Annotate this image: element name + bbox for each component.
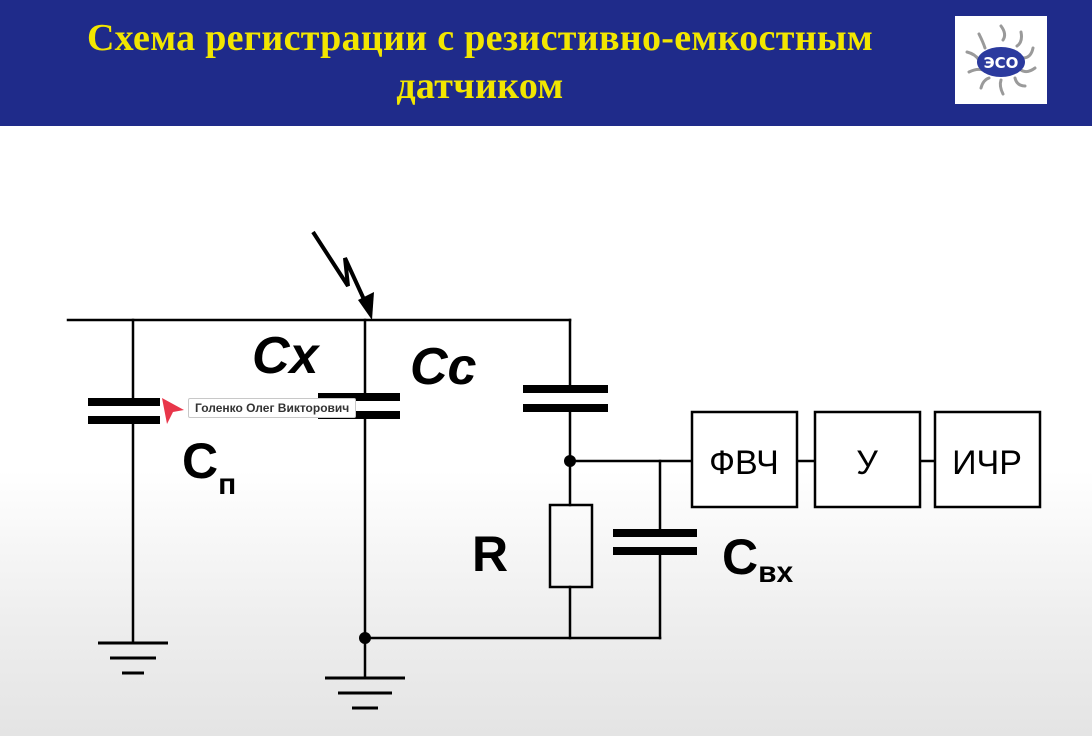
company-logo: ЭСО <box>955 16 1047 104</box>
slide-header: Схема регистрации с резистивно-емкостным… <box>0 0 1092 126</box>
slide-title-line-2: датчиком <box>396 65 564 107</box>
slide-title-line-1: Схема регистрации с резистивно-емкостным <box>86 17 874 59</box>
logo-text: ЭСО <box>984 54 1019 72</box>
capacitor-cin-plate-1 <box>613 529 697 537</box>
ground-icon-left <box>98 641 168 675</box>
resistor-r <box>548 503 594 589</box>
block-box-ichr <box>933 410 1042 509</box>
label-cp-main: C <box>182 433 218 489</box>
label-cin: Cвх <box>722 529 794 589</box>
capacitor-cc-plate-1 <box>523 385 608 393</box>
collaborator-name-tag: Голенко Олег Викторович <box>188 398 357 418</box>
lightning-arrowhead-icon <box>358 292 374 320</box>
label-cc: Cc <box>410 338 477 396</box>
circuit-schematic: ФВЧ У ИЧР Cx Cc Cп R Cвх <box>66 230 1042 710</box>
capacitor-cc-plate-2 <box>523 404 608 412</box>
block-fvch-label: ФВЧ <box>709 444 779 482</box>
label-cin-main: C <box>722 529 758 585</box>
label-r: R <box>472 526 508 582</box>
block-box-u <box>813 410 922 509</box>
capacitor-cp-plate-2 <box>88 416 160 424</box>
junction-dot-signal <box>564 455 576 467</box>
capacitor-cx-plate-2 <box>318 411 400 419</box>
block-ichr-label: ИЧР <box>952 444 1022 482</box>
label-cp: Cп <box>182 433 236 501</box>
capacitor-cin-plate-2 <box>613 547 697 555</box>
ground-icon-center <box>325 676 405 710</box>
block-box-fvch <box>690 410 799 509</box>
collaborator-cursor-icon <box>162 398 184 424</box>
slide-title: Схема регистрации с резистивно-емкостным… <box>30 14 930 110</box>
lightning-arrow-icon <box>311 230 369 307</box>
label-cx: Cx <box>252 327 321 385</box>
junction-dot-bottom <box>359 632 371 644</box>
capacitor-cx-plate-1 <box>318 393 400 401</box>
circuit-diagram: ФВЧ У ИЧР Cx Cc Cп R Cвх <box>0 126 1092 736</box>
capacitor-cp-plate-1 <box>88 398 160 406</box>
logo-sun-icon: ЭСО <box>965 24 1037 96</box>
label-cp-sub: п <box>218 468 236 501</box>
label-cin-sub: вх <box>758 556 793 589</box>
block-u-label: У <box>856 444 878 482</box>
